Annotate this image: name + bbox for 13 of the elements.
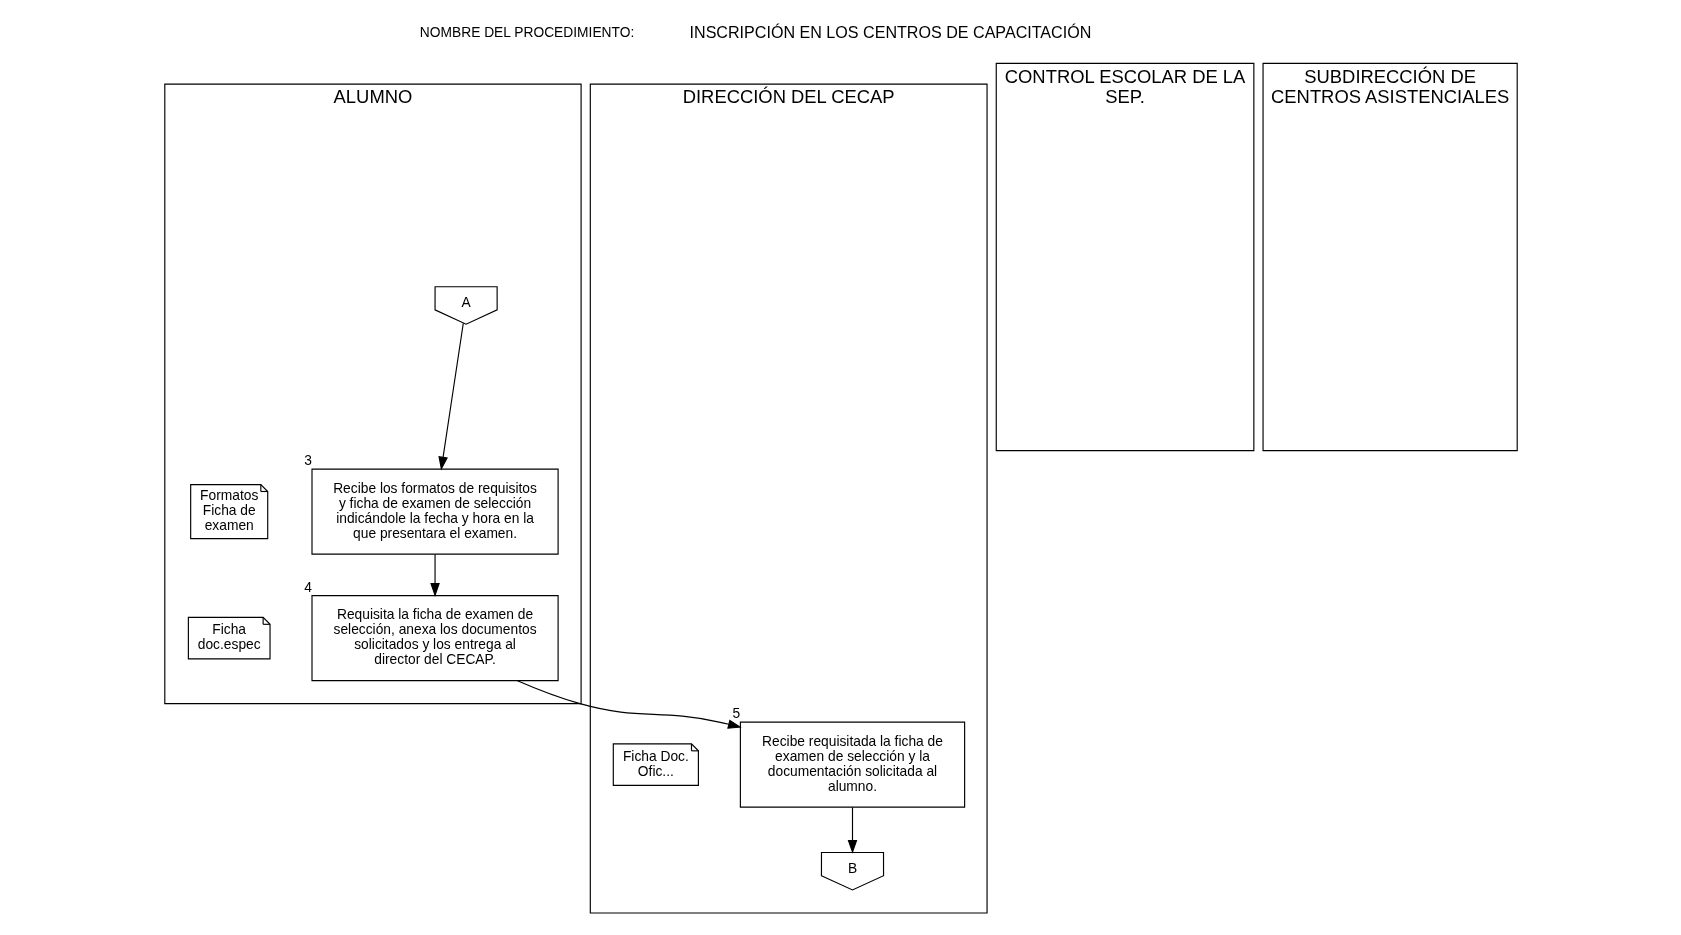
node-box: SUBDIRECCIÓN DE CENTROS ASISTENCIALES: [1261, 62, 1518, 452]
arrow: [847, 806, 857, 854]
node-box: Recibe requisitada la ficha de examen de selección y la documentación solicitada al alumno.: [739, 721, 965, 808]
node-label: 5: [732, 706, 740, 722]
label: NOMBRE DEL PROCEDIMIENTO:: [419, 25, 634, 41]
label: INSCRIPCIÓN EN LOS CENTROS DE CAPACITACIÓN: [689, 22, 1091, 41]
arrow: [437, 322, 464, 471]
node-box: Requisita la ficha de examen de selección, anexa los documentos solicitados y los entrega al director del CECAP.: [310, 595, 559, 682]
arrow: [429, 553, 440, 597]
node-label: 3: [303, 453, 312, 469]
node-box: CONTROL ESCOLAR DE LA SEP.: [995, 62, 1254, 452]
node-box: Recibe los formatos de requisitos y ficha de examen de selección indicándole la fecha y hora en la que presentara el examen.: [310, 468, 559, 555]
node-label: 4: [303, 579, 312, 595]
